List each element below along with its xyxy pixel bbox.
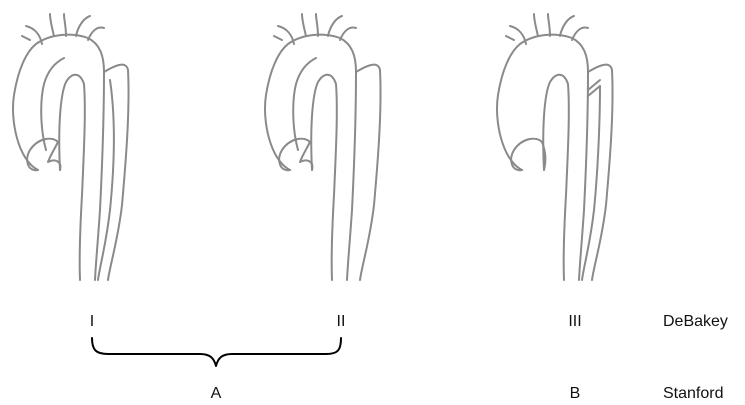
label-type-ii: II: [337, 313, 346, 330]
left-common-carotid: [50, 14, 66, 36]
label-debakey: DeBakey: [663, 313, 728, 330]
label-type-iii: III: [568, 313, 581, 330]
aorta-illustration-type-iii: [497, 14, 613, 280]
label-stanford: Stanford: [663, 385, 723, 402]
label-type-i: I: [90, 313, 94, 330]
label-stanford-a: A: [211, 385, 222, 402]
descending-aorta-outer-wall: [356, 65, 381, 280]
left-common-carotid: [534, 14, 550, 36]
aorta-illustration-type-i: [13, 14, 129, 280]
aorta-inner-wall: [311, 75, 337, 280]
aorta-illustration-type-ii: [265, 14, 381, 280]
descending-aorta-outer-wall: [104, 65, 129, 280]
label-stanford-b: B: [570, 385, 581, 402]
aorta-inner-wall: [59, 75, 85, 280]
dissection-flap-descending: [98, 80, 114, 280]
aorta-inner-wall: [543, 75, 569, 280]
grouping-brace: [92, 338, 341, 366]
entry-tear: [588, 80, 600, 96]
left-common-carotid: [302, 14, 318, 36]
